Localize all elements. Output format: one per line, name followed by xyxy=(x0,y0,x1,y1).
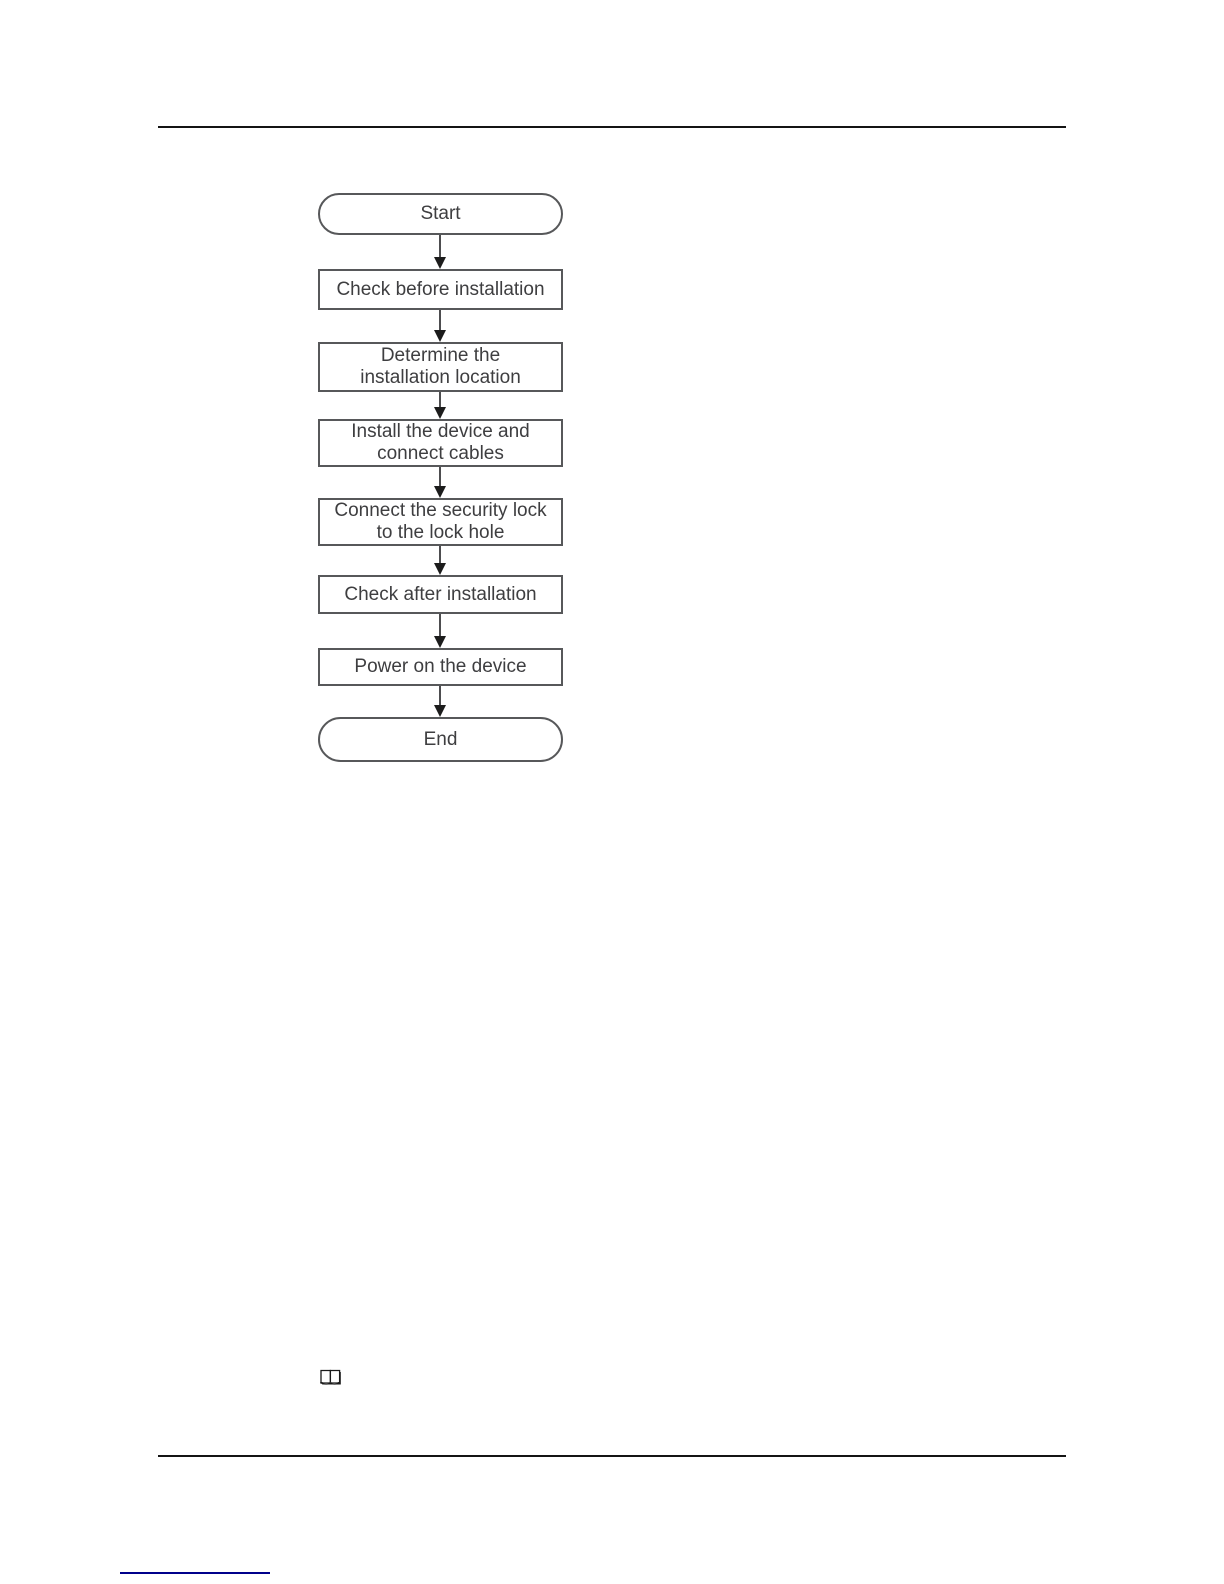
arrow-stem xyxy=(439,235,441,264)
flow-node-start: Start xyxy=(318,193,563,235)
arrow-stem xyxy=(439,614,441,643)
flow-arrow xyxy=(434,467,446,498)
arrow-head-icon xyxy=(434,257,446,269)
arrow-head-icon xyxy=(434,486,446,498)
flow-arrow xyxy=(434,235,446,269)
arrow-stem xyxy=(439,392,441,414)
arrow-stem xyxy=(439,546,441,570)
footer-rule xyxy=(158,1455,1066,1457)
flow-node-determine-location: Determine the installation location xyxy=(318,342,563,392)
flow-node-check-after: Check after installation xyxy=(318,575,563,614)
flow-node-security-lock: Connect the security lock to the lock ho… xyxy=(318,498,563,546)
open-book-icon xyxy=(319,1369,341,1385)
flow-node-label: Determine the installation location xyxy=(360,345,521,388)
arrow-stem xyxy=(439,686,441,712)
flow-arrow xyxy=(434,310,446,342)
arrow-head-icon xyxy=(434,705,446,717)
flow-arrow xyxy=(434,686,446,717)
arrow-head-icon xyxy=(434,636,446,648)
flow-node-label: Check after installation xyxy=(344,583,537,605)
header-rule xyxy=(158,126,1066,128)
arrow-head-icon xyxy=(434,407,446,419)
flow-node-label: Start xyxy=(420,203,461,224)
arrow-stem xyxy=(439,310,441,337)
arrow-head-icon xyxy=(434,330,446,342)
flow-node-end: End xyxy=(318,717,563,762)
flow-arrow xyxy=(434,546,446,575)
flow-node-check-before: Check before installation xyxy=(318,269,563,310)
flow-node-install-device: Install the device and connect cables xyxy=(318,419,563,467)
flow-arrow xyxy=(434,392,446,419)
flow-node-label: End xyxy=(423,728,458,750)
flow-node-label: Install the device and connect cables xyxy=(351,421,530,464)
arrow-stem xyxy=(439,467,441,493)
flow-node-power-on: Power on the device xyxy=(318,648,563,686)
flow-arrow xyxy=(434,614,446,648)
arrow-head-icon xyxy=(434,563,446,575)
flow-node-label: Check before installation xyxy=(336,278,545,300)
flow-node-label: Connect the security lock to the lock ho… xyxy=(334,500,547,543)
footer-link-underline[interactable] xyxy=(120,1572,270,1574)
flow-node-label: Power on the device xyxy=(354,656,527,677)
